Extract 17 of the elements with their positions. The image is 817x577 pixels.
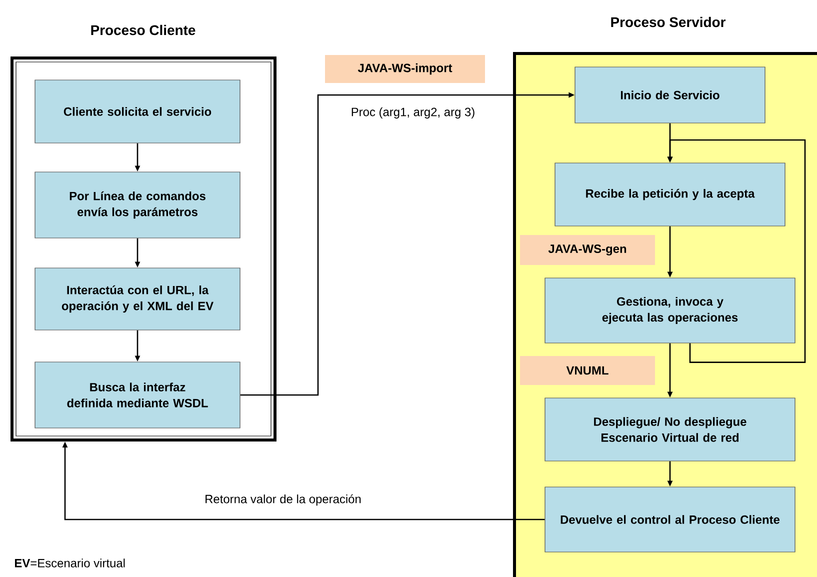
process-box: Recibe la petición y la acepta xyxy=(554,162,786,226)
tool-label: JAVA-WS-gen xyxy=(520,235,655,265)
process-box: Interactúa con el URL, la operación y el XML del EV xyxy=(34,268,240,330)
edge-label: Proc (arg1, arg2, arg 3) xyxy=(350,106,476,120)
tool-label: VNUML xyxy=(520,356,655,385)
node-label: Proceso Cliente xyxy=(91,24,196,36)
edge-label: Retorna valor de la operación xyxy=(204,493,362,507)
process-box: Despliegue/ No despliegue Escenario Virtual de red xyxy=(544,398,796,462)
node-label: Proceso Servidor xyxy=(611,16,726,28)
process-box: Inicio de Servicio xyxy=(574,66,766,124)
process-box: Cliente solicita el servicio xyxy=(34,80,240,144)
tool-label: JAVA-WS-import xyxy=(325,55,485,83)
process-box: Devuelve el control al Proceso Cliente xyxy=(544,486,796,552)
process-box: Busca la interfaz definida mediante WSDL xyxy=(34,362,240,428)
process-box: Por Línea de comandos envía los parámetros xyxy=(34,172,240,238)
note: EV=Escenario virtual xyxy=(15,558,125,568)
process-box: Gestiona, invoca y ejecuta las operaciones xyxy=(544,278,796,344)
